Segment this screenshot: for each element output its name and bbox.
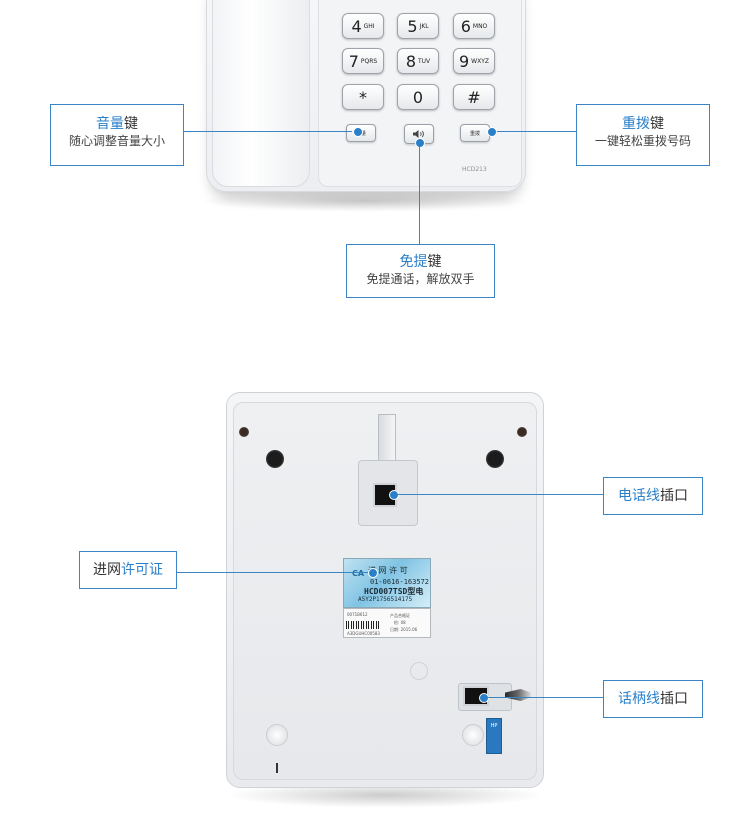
recycle-icon xyxy=(410,662,428,680)
screw-hole-left xyxy=(239,427,249,437)
handset-line-callout: 话柄线插口 xyxy=(603,680,703,718)
handset-line-dot xyxy=(479,693,489,703)
volume-connector xyxy=(184,131,352,132)
handset-line-connector xyxy=(487,697,603,698)
mount-hole-right xyxy=(486,450,504,468)
barcode xyxy=(346,621,380,629)
volume-callout: 音量键 随心调整音量大小 xyxy=(50,104,184,166)
license-callout: 进网许可证 xyxy=(79,551,177,589)
license-connector xyxy=(177,572,368,573)
key-0[interactable]: 0 xyxy=(397,84,439,110)
key-hash[interactable]: # xyxy=(453,84,495,110)
license-dot xyxy=(368,568,378,578)
redial-callout: 重拨键 一键轻松重拨号码 xyxy=(576,104,710,166)
back-mark xyxy=(276,763,278,773)
speaker-icon xyxy=(413,130,424,138)
rubber-foot-right xyxy=(462,724,484,746)
license-sticker: CA 进 网 许 可 01-0616-163572 HCD007TSD型电 A5… xyxy=(343,558,431,608)
volume-dot xyxy=(353,127,363,137)
redial-dot xyxy=(487,127,497,137)
handsfree-dot xyxy=(415,138,425,148)
model-number: HCD213 xyxy=(462,166,487,173)
handset xyxy=(212,0,310,187)
phone-shadow xyxy=(200,190,530,212)
rubber-foot-left xyxy=(266,724,288,746)
phone-line-connector xyxy=(397,494,603,495)
license-logo: CA xyxy=(352,569,365,578)
screw-hole-right xyxy=(517,427,527,437)
side-sticker: HP xyxy=(486,718,502,754)
phone-line-dot xyxy=(389,490,399,500)
mount-hole-left xyxy=(266,450,284,468)
phone-line-callout: 电话线插口 xyxy=(603,477,703,515)
key-star[interactable]: * xyxy=(342,84,384,110)
handsfree-callout: 免提键 免提通话，解放双手 xyxy=(346,244,495,298)
handsfree-connector xyxy=(419,146,420,244)
redial-connector xyxy=(494,131,576,132)
redial-key[interactable]: 重拨 xyxy=(460,124,490,142)
cord-plug xyxy=(505,689,531,701)
